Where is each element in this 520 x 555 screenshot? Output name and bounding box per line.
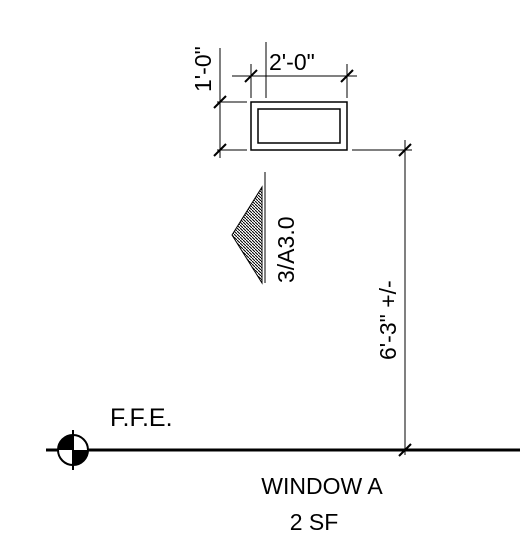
- window-glass: [257, 108, 341, 144]
- window-name: WINDOW A: [261, 473, 383, 499]
- section-reference-label: 3/A3.0: [273, 217, 299, 284]
- section-marker-icon: [231, 42, 267, 285]
- ffe-label: F.F.E.: [110, 404, 173, 432]
- height-dimension: [213, 48, 247, 158]
- width-dimension: [232, 64, 357, 98]
- height-dimension-label: 1'-0": [190, 46, 216, 92]
- sill-height-dimension: [352, 140, 412, 457]
- window-frame: [250, 101, 348, 151]
- datum-symbol-icon: [57, 430, 89, 470]
- width-dimension-label: 2'-0": [269, 49, 315, 75]
- window-area: 2 SF: [290, 509, 339, 535]
- sill-height-label: 6'-3" +/-: [375, 280, 401, 360]
